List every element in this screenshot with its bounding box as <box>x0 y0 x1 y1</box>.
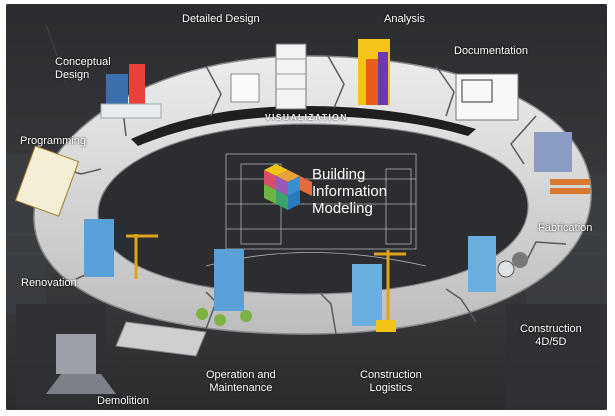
demolition-tail <box>115 321 207 357</box>
bim-logo <box>264 164 312 210</box>
visualization-band <box>131 106 476 146</box>
ring-inner <box>97 123 529 295</box>
lifecycle-ring <box>14 39 592 394</box>
diagram-background <box>6 4 607 410</box>
stage-illustrations <box>14 39 590 394</box>
